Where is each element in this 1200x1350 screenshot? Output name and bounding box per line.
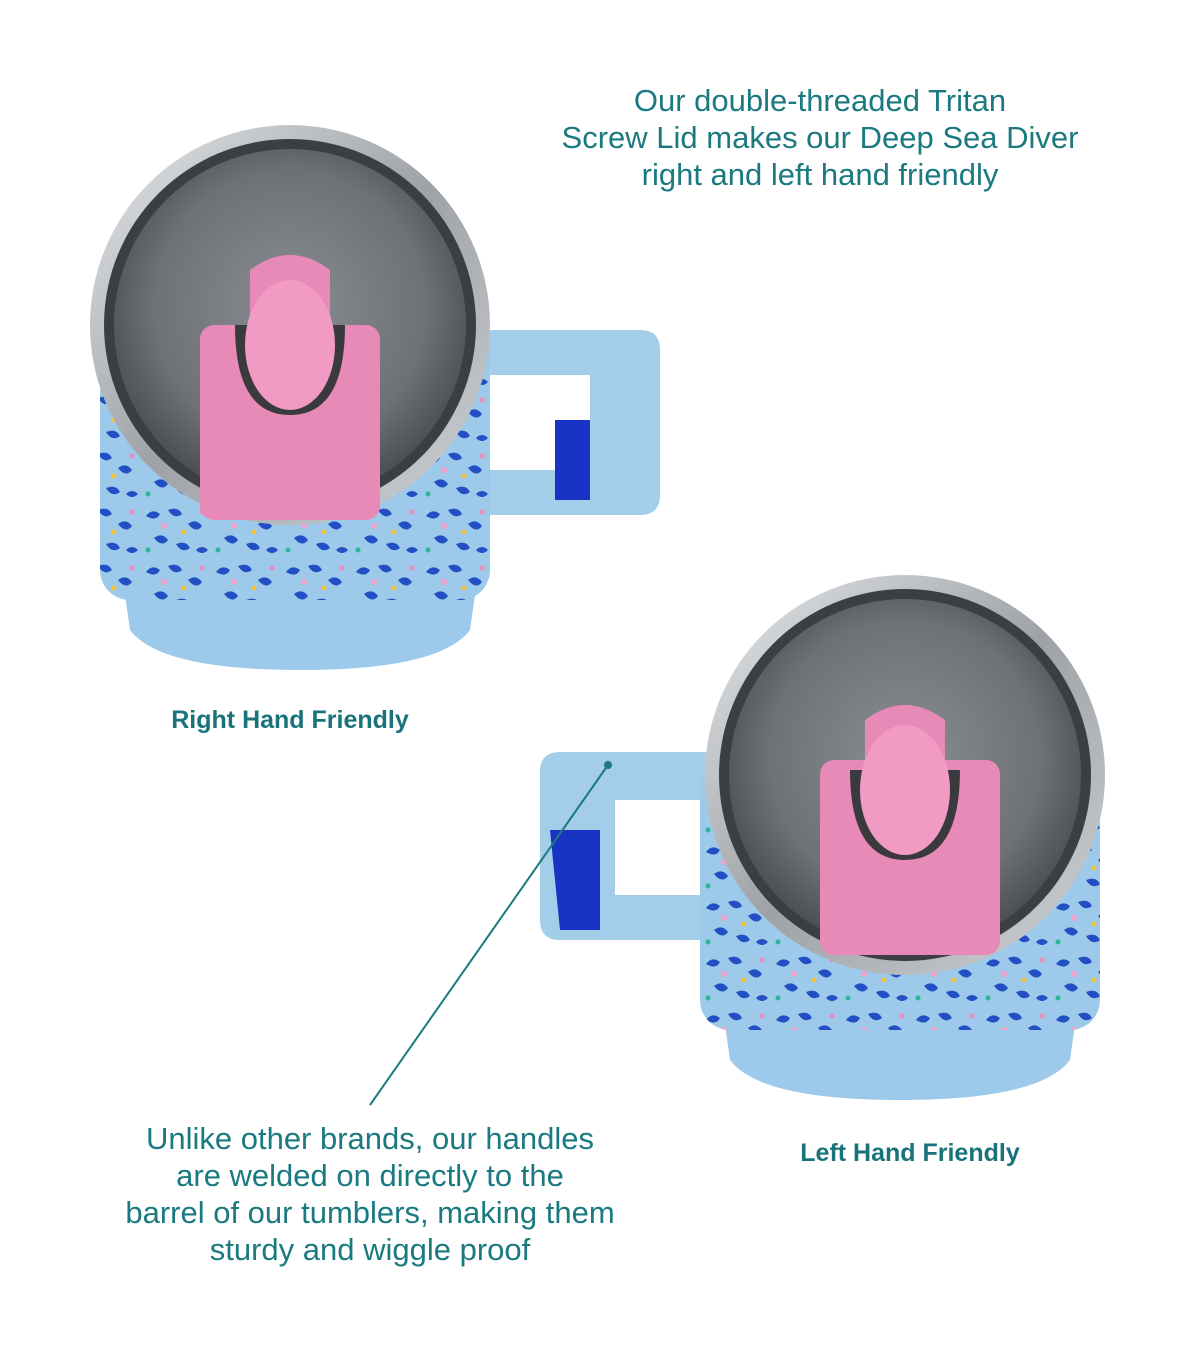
handle-callout-pointer [369,761,612,1106]
lid-slider [200,255,380,520]
text-line: Unlike other brands, our handles [145,1121,595,1156]
right-hand-label: Right Hand Friendly [171,706,409,734]
right-hand-tumbler [90,125,660,670]
lid-slider [820,705,1000,955]
left-hand-tumbler [540,575,1105,1100]
lid-feature-text: Our double-threaded Tritan Screw Lid mak… [520,82,1120,193]
text-line: Our double-threaded Tritan [633,83,1007,118]
text-line: are welded on directly to the [176,1158,564,1193]
tumbler-handle [470,330,660,515]
text-line: right and left hand friendly [641,157,999,192]
text-line: barrel of our tumblers, making them [125,1195,615,1230]
text-line: Screw Lid makes our Deep Sea Diver [561,120,1079,155]
handle-weld-text: Unlike other brands, our handles are wel… [70,1120,670,1268]
left-hand-label: Left Hand Friendly [800,1139,1020,1167]
text-line: sturdy and wiggle proof [209,1232,531,1267]
